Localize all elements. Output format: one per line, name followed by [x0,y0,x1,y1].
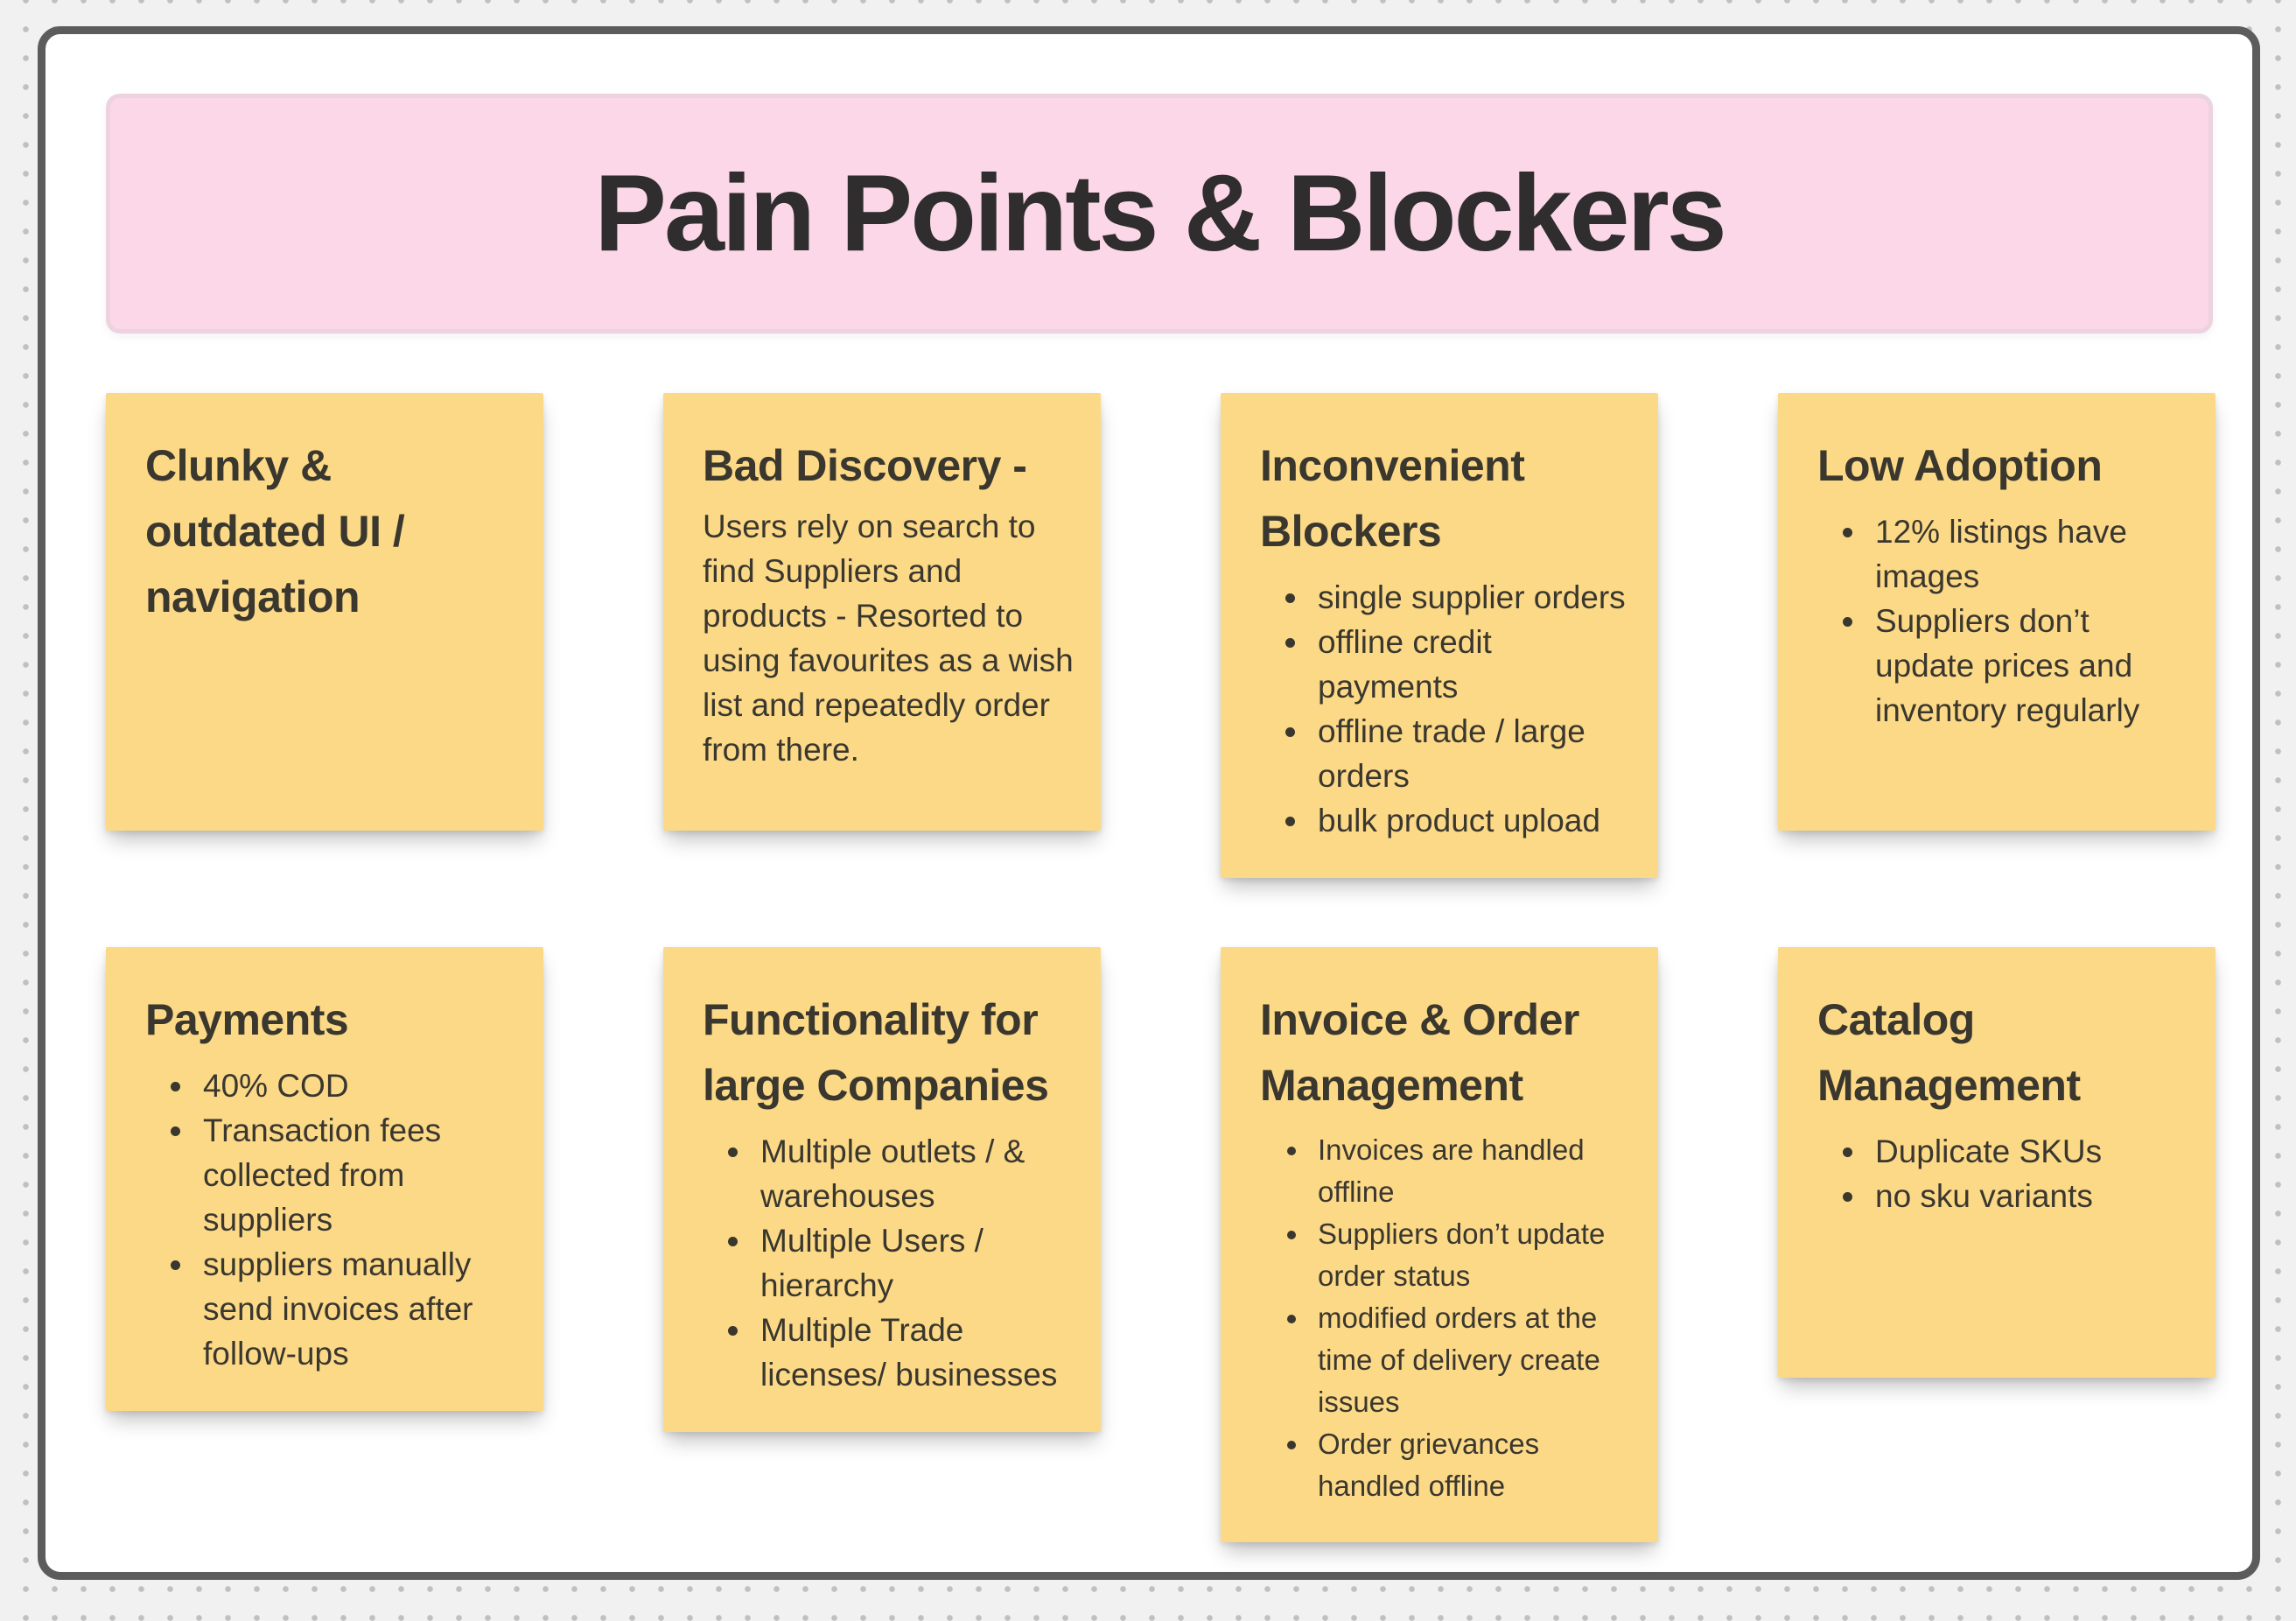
bullet-item: offline credit payments [1311,620,1634,709]
sticky-title: Low Adoption [1817,441,2103,490]
section-title: Pain Points & Blockers [594,153,1727,274]
bullet-item: bulk product upload [1311,798,1634,843]
bullet-item: Suppliers don’t update prices and invent… [1868,599,2191,733]
sticky-title: Invoice & Order Management [1260,995,1579,1110]
bullet-item: Suppliers don’t update order status [1311,1213,1634,1297]
sticky-title: Clunky & outdated UI / navigation [145,441,405,621]
bullet-item: suppliers manually send invoices after f… [196,1242,519,1376]
sticky-bullet-list: single supplier ordersoffline credit pay… [1260,575,1634,843]
sticky-bullet-list: Invoices are handled offlineSuppliers do… [1260,1129,1634,1507]
bullet-item: 40% COD [196,1063,519,1108]
sticky-bullet-list: Multiple outlets / & warehousesMultiple … [703,1129,1076,1397]
bullet-item: Transaction fees collected from supplier… [196,1108,519,1242]
sticky-bullet-list: Duplicate SKUsno sku variants [1817,1129,2191,1218]
bullet-item: no sku variants [1868,1174,2191,1218]
sticky-payments[interactable]: Payments 40% CODTransaction fees collect… [106,947,543,1411]
sticky-clunky-outdated-ui[interactable]: Clunky & outdated UI / navigation [106,393,543,831]
sticky-catalog-management[interactable]: Catalog Management Duplicate SKUsno sku … [1778,947,2216,1378]
sticky-bullet-list: 40% CODTransaction fees collected from s… [145,1063,519,1376]
sticky-title: Payments [145,995,349,1044]
bullet-item: offline trade / large orders [1311,709,1634,798]
sticky-title: Functionality for large Companies [703,995,1049,1110]
sticky-functionality-large-companies[interactable]: Functionality for large Companies Multip… [663,947,1101,1432]
sticky-title: Bad Discovery - [703,441,1027,490]
bullet-item: 12% listings have images [1868,509,2191,599]
sticky-title: Inconvenient Blockers [1260,441,1525,556]
bullet-item: single supplier orders [1311,575,1634,620]
sticky-inconvenient-blockers[interactable]: Inconvenient Blockers single supplier or… [1221,393,1658,878]
sticky-body: Users rely on search to find Suppliers a… [703,509,1074,768]
section-pain-points-blockers[interactable]: Pain Points & Blockers [106,94,2213,333]
sticky-low-adoption[interactable]: Low Adoption 12% listings have imagesSup… [1778,393,2216,831]
bullet-item: modified orders at the time of delivery … [1311,1297,1634,1423]
bullet-item: Order grievances handled offline [1311,1423,1634,1507]
sticky-bad-discovery[interactable]: Bad Discovery - Users rely on search to … [663,393,1101,831]
sticky-title: Catalog Management [1817,995,2081,1110]
sticky-bullet-list: 12% listings have imagesSuppliers don’t … [1817,509,2191,733]
bullet-item: Duplicate SKUs [1868,1129,2191,1174]
bullet-item: Multiple Users / hierarchy [753,1218,1076,1308]
board-frame[interactable]: Pain Points & Blockers Clunky & outdated… [38,26,2260,1580]
bullet-item: Multiple Trade licenses/ businesses [753,1308,1076,1397]
bullet-item: Multiple outlets / & warehouses [753,1129,1076,1218]
bullet-item: Invoices are handled offline [1311,1129,1634,1213]
sticky-invoice-order-management[interactable]: Invoice & Order Management Invoices are … [1221,947,1658,1542]
